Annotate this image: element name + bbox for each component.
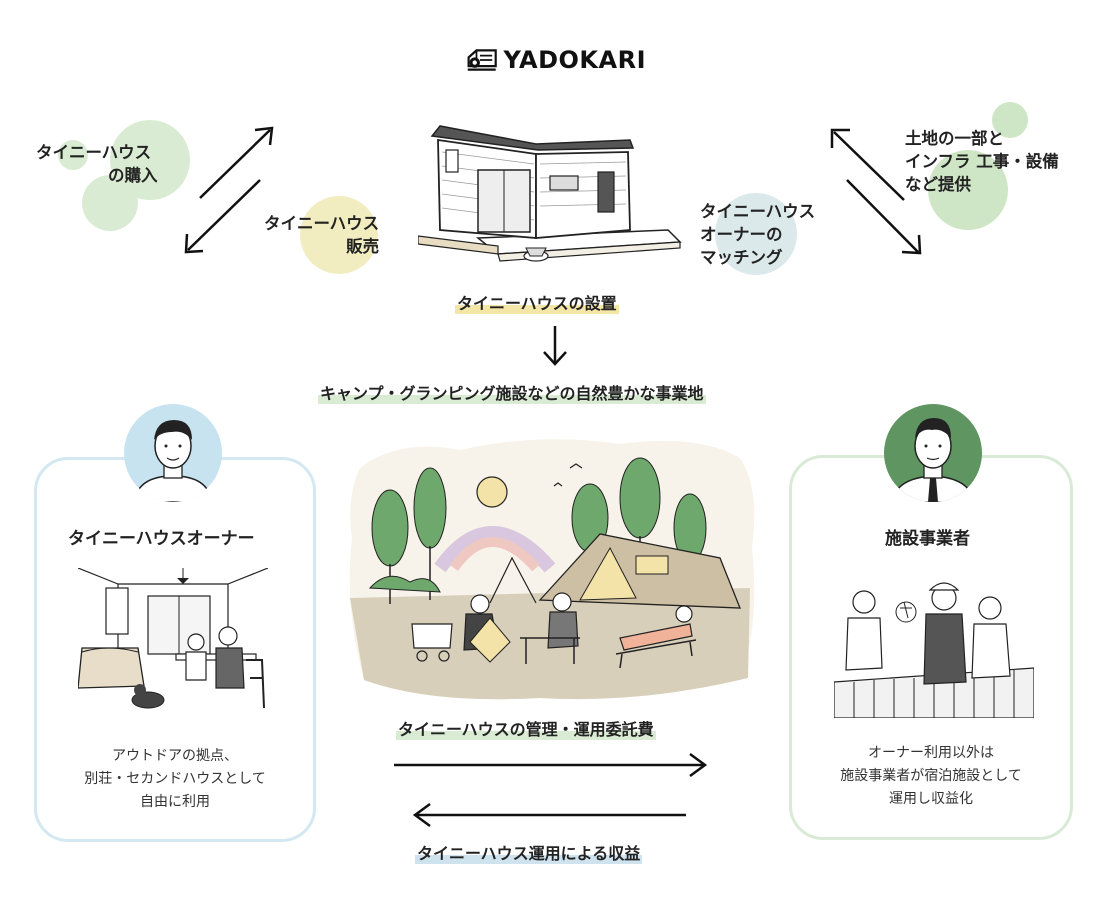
owner-avatar — [124, 404, 222, 502]
matching-label: タイニーハウス オーナーの マッチング — [700, 202, 816, 267]
land-arrows-icon — [830, 128, 922, 255]
sale-arrows-icon — [184, 126, 274, 254]
revenue-label: タイニーハウス運用による収益 — [415, 840, 643, 864]
purchase-label: タイニーハウス の購入 — [36, 143, 158, 185]
down-arrow-icon — [543, 326, 567, 366]
logo-text: YADOKARI — [503, 46, 646, 74]
snail-house-icon — [467, 49, 497, 71]
operator-avatar — [884, 404, 982, 502]
operator-card-title: 施設事業者 — [885, 529, 970, 549]
green-blob — [82, 175, 138, 231]
business-site-label: キャンプ・グランピング施設などの自然豊かな事業地 — [318, 380, 706, 404]
owner-card-title: タイニーハウスオーナー — [68, 529, 255, 549]
owner-room-illustration — [78, 568, 268, 709]
yadokari-logo: YADOKARI — [466, 40, 646, 80]
left-arrow-icon — [412, 802, 686, 828]
green-blob — [928, 150, 1008, 230]
campsite-illustration — [349, 439, 755, 700]
land-provision-label: 土地の一部と インフラ 工事・設備 など提供 — [905, 129, 1059, 194]
tiny-house-illustration — [418, 125, 682, 262]
green-blob — [992, 102, 1028, 138]
owner-card-desc: アウトドアの拠点、 別荘・セカンドハウスとして 自由に利用 — [84, 748, 266, 810]
sale-label: タイニーハウス 販売 — [264, 214, 380, 256]
installation-label: タイニーハウスの設置 — [455, 290, 619, 314]
right-arrow-icon — [394, 752, 708, 778]
yellow-blob — [300, 196, 378, 274]
operator-portrait — [891, 418, 975, 502]
blue-blob — [715, 193, 797, 275]
green-blob — [58, 140, 88, 170]
operator-card-desc: オーナー利用以外は 施設事業者が宿泊施設として 運用し収益化 — [840, 745, 1022, 807]
operator-team-illustration — [834, 582, 1034, 718]
owner-portrait — [133, 420, 213, 502]
management-fee-label: タイニーハウスの管理・運用委託費 — [396, 716, 656, 740]
